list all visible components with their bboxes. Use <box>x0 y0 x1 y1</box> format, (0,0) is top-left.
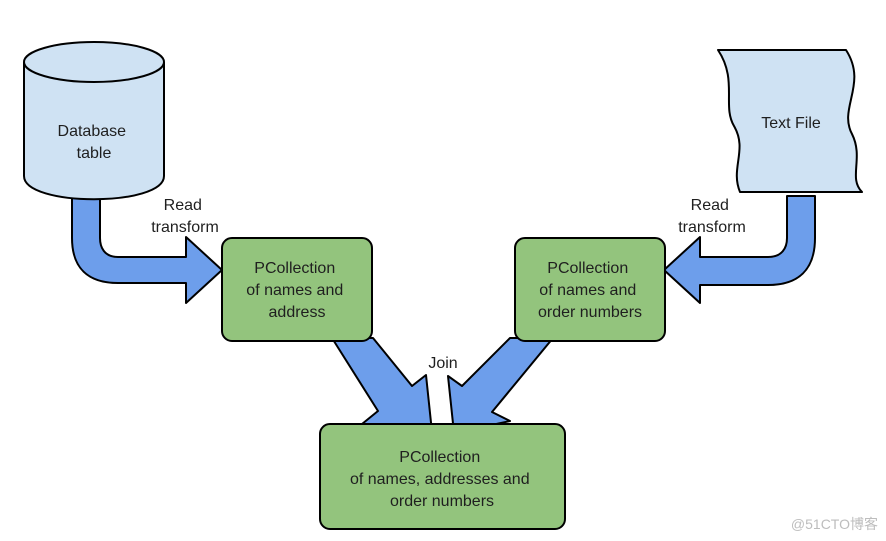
join-arrow-left <box>331 337 433 433</box>
join-arrow-right <box>447 337 554 434</box>
read-transform-label-left: Read transform <box>151 197 219 236</box>
read-transform-arrow-right <box>663 195 816 304</box>
database-table-label: Database table <box>58 123 131 162</box>
pcollection-names-orders-node: PCollection of names and order numbers <box>514 237 666 342</box>
text-file-node: Text File <box>717 49 863 193</box>
pcollection-names-orders-label: PCollection of names and order numbers <box>538 260 642 321</box>
read-transform-arrow-left <box>71 195 223 304</box>
pcollection-names-address-label: PCollection of names and address <box>246 260 347 321</box>
watermark-text: @51CTO博客 <box>791 516 878 532</box>
database-table-node: Database table <box>23 41 165 201</box>
read-transform-label-right: Read transform <box>678 197 746 236</box>
pcollection-joined-label: PCollection of names, addresses and orde… <box>350 449 534 510</box>
pcollection-names-address-node: PCollection of names and address <box>221 237 373 342</box>
text-file-label: Text File <box>761 115 821 132</box>
join-label: Join <box>428 355 457 372</box>
pcollection-joined-node: PCollection of names, addresses and orde… <box>319 423 566 530</box>
